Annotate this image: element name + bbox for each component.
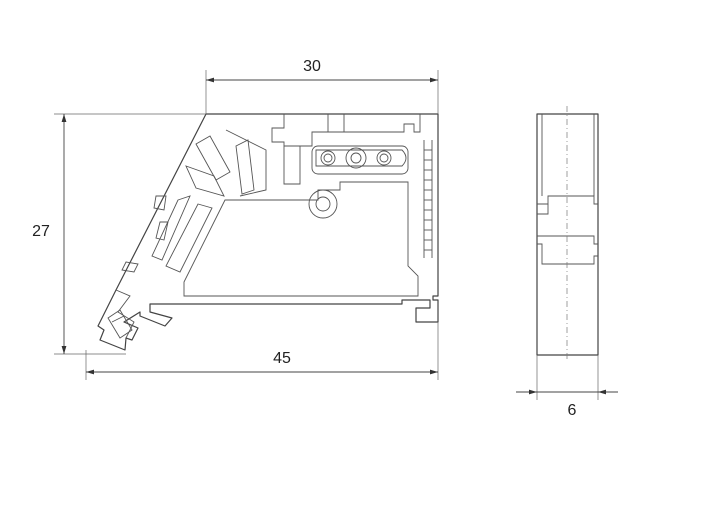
side-step-2 bbox=[537, 204, 549, 215]
dimension-height: 27 bbox=[32, 113, 206, 355]
hole-1-inner bbox=[323, 153, 333, 163]
slot-c bbox=[185, 165, 225, 197]
side-step-4 bbox=[537, 243, 598, 265]
slot-g bbox=[155, 221, 169, 241]
side-step-3 bbox=[537, 235, 598, 245]
side-view bbox=[536, 106, 599, 362]
top-clamp bbox=[271, 114, 329, 185]
hole-3-inner bbox=[379, 153, 389, 163]
slot-e bbox=[165, 203, 213, 273]
front-inner-cavity bbox=[183, 181, 419, 297]
dim-label-27: 27 bbox=[32, 223, 50, 240]
slot-d bbox=[151, 195, 191, 261]
boss-inner bbox=[315, 196, 331, 212]
dimension-side-thickness: 6 bbox=[516, 355, 618, 419]
side-step-1 bbox=[537, 195, 598, 205]
dim-label-6: 6 bbox=[568, 402, 577, 419]
side-outline bbox=[536, 113, 599, 356]
slot-a bbox=[195, 135, 231, 181]
lower-screw-line bbox=[111, 315, 125, 323]
slot-b bbox=[235, 139, 255, 195]
dim-label-45: 45 bbox=[273, 350, 291, 367]
hole-1 bbox=[320, 150, 336, 166]
slot-f bbox=[153, 195, 167, 211]
slot-h bbox=[121, 261, 139, 273]
hole-plate-border bbox=[311, 145, 409, 175]
lower-clamp bbox=[115, 289, 135, 339]
top-step bbox=[328, 114, 421, 133]
dimension-top-width: 30 bbox=[205, 58, 439, 114]
rib-ticks bbox=[424, 149, 432, 251]
boss-outer bbox=[308, 189, 338, 219]
front-view bbox=[97, 113, 439, 351]
upper-diag-wall bbox=[225, 129, 267, 197]
dimension-overall-width: 45 bbox=[85, 322, 439, 380]
hole-3 bbox=[376, 150, 392, 166]
hole-2-inner bbox=[350, 152, 362, 164]
hole-plate bbox=[315, 149, 407, 167]
hole-2 bbox=[345, 147, 367, 169]
front-outline bbox=[97, 113, 439, 351]
lower-screw bbox=[107, 309, 133, 339]
dim-label-30: 30 bbox=[303, 58, 321, 75]
